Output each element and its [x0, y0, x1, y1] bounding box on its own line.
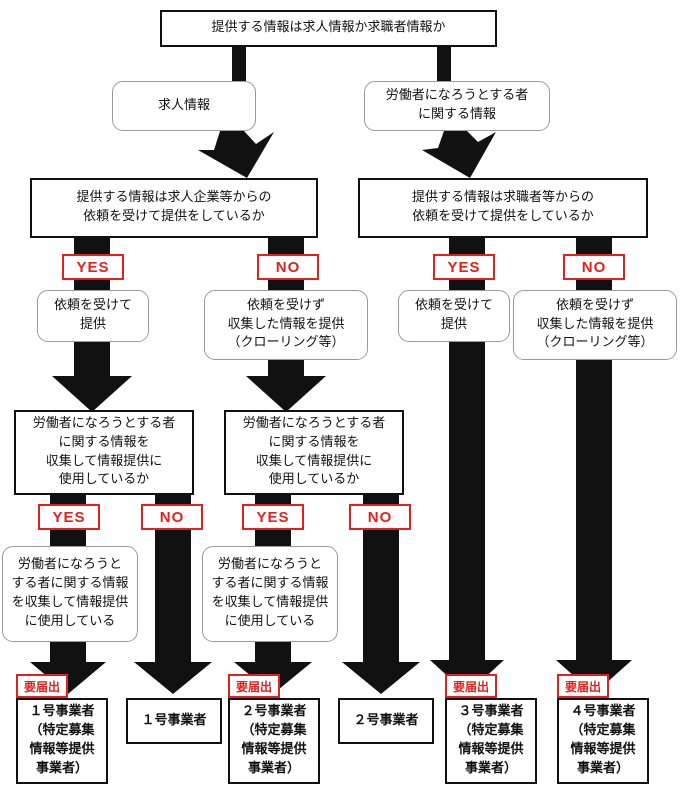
left-no-note: 依頼を受けず 収集した情報を提供 （クローリング等）	[204, 290, 368, 360]
right-no-note: 依頼を受けず 収集した情報を提供 （クローリング等）	[513, 290, 677, 360]
right-branch-label: 労働者になろうとする者 に関する情報	[364, 81, 550, 131]
arrow-head	[52, 376, 132, 412]
result-box: １号事業者	[126, 698, 222, 744]
result-box: ２号事業者 （特定募集 情報等提供 事業者）	[228, 698, 320, 784]
no-tag: NO	[141, 504, 203, 530]
yes-tag: YES	[38, 504, 100, 530]
left-subquestion-b: 労働者になろうとする者 に関する情報を 収集して情報提供に 使用しているか	[224, 410, 404, 495]
right-yes-note: 依頼を受けて 提供	[398, 290, 510, 342]
required-tag: 要届出	[228, 674, 280, 698]
left-b-yes-note: 労働者になろうと する者に関する情報 を収集して情報提供 に使用している	[202, 546, 338, 642]
required-tag: 要届出	[445, 674, 497, 698]
left-a-yes-note: 労働者になろうと する者に関する情報 を収集して情報提供 に使用している	[2, 546, 138, 642]
arrow-left-diagonal	[198, 118, 274, 178]
arrow-right-diagonal	[422, 120, 496, 178]
result-box: ２号事業者	[338, 698, 434, 744]
yes-tag: YES	[242, 504, 304, 530]
no-tag: NO	[563, 254, 625, 280]
yes-tag: YES	[433, 254, 495, 280]
left-question: 提供する情報は求人企業等からの 依頼を受けて提供をしているか	[30, 178, 318, 238]
no-tag: NO	[257, 254, 319, 280]
left-branch-label: 求人情報	[112, 81, 256, 131]
yes-tag: YES	[62, 254, 124, 280]
root-stem	[232, 47, 246, 83]
left-yes-note: 依頼を受けて 提供	[37, 290, 149, 342]
arrow-head	[246, 376, 326, 412]
required-tag: 要届出	[16, 674, 68, 698]
root-question: 提供する情報は求人情報か求職者情報か	[160, 10, 497, 47]
arrow-head	[30, 662, 106, 694]
no-tag: NO	[349, 504, 411, 530]
result-box: ４号事業者 （特定募集 情報等提供 事業者）	[557, 698, 649, 784]
left-subquestion-a: 労働者になろうとする者 に関する情報を 収集して情報提供に 使用しているか	[14, 410, 194, 495]
result-box: １号事業者 （特定募集 情報等提供 事業者）	[16, 698, 108, 784]
arrow-head	[342, 662, 420, 694]
root-stem	[437, 47, 451, 83]
right-question: 提供する情報は求職者等からの 依頼を受けて提供をしているか	[358, 178, 648, 238]
required-tag: 要届出	[557, 674, 609, 698]
result-box: ３号事業者 （特定募集 情報等提供 事業者）	[445, 698, 537, 784]
arrow-head	[134, 662, 212, 694]
